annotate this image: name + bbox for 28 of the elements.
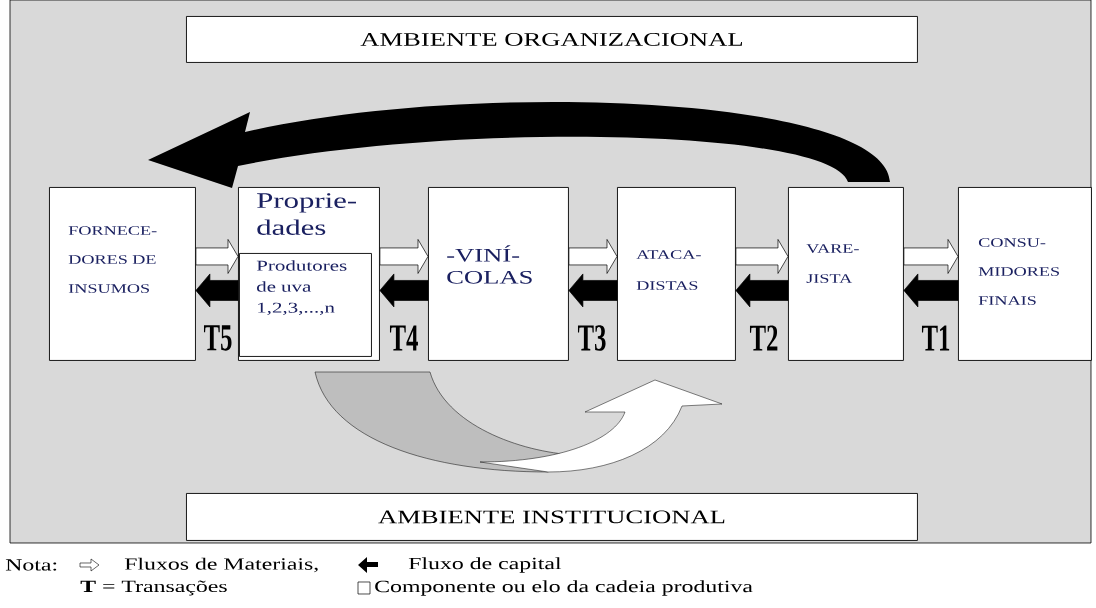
note-text: Nota:: [5, 559, 57, 571]
block-arrow: [735, 239, 789, 274]
environment-box: AMBIENTE ORGANIZACIONAL: [186, 16, 918, 63]
chain-box: VARE- JISTA: [788, 187, 904, 361]
transaction-label: T5: [204, 325, 232, 351]
legend-text: Fluxo de capital: [408, 557, 562, 573]
environment-box: AMBIENTE INSTITUCIONAL: [186, 493, 918, 541]
note-text: T = Transações: [80, 580, 227, 596]
transaction-label: T1: [922, 325, 950, 351]
chain-box: FORNECE- DORES DE INSUMOS: [49, 187, 196, 361]
chain-box: Produtores de uva 1,2,3,...,n: [239, 253, 372, 357]
block-arrow: [195, 273, 239, 308]
block-arrow: [903, 273, 959, 308]
transaction-label: T3: [578, 325, 606, 351]
transaction-label: T2: [750, 325, 778, 351]
block-arrow: [379, 239, 429, 274]
block-arrow: [568, 273, 618, 308]
chain-box: ATACA- DISTAS: [617, 187, 736, 361]
legend-text: Fluxos de Materiais,: [124, 557, 318, 573]
block-arrow: [568, 239, 618, 274]
transaction-label: T4: [390, 325, 418, 351]
legend-text: Componente ou elo da cadeia produtiva: [375, 580, 753, 596]
block-arrow: [379, 273, 429, 308]
chain-box: CONSU- MIDORES FINAIS: [958, 187, 1092, 361]
block-arrow: [903, 239, 959, 274]
block-arrow: [195, 239, 239, 274]
chain-box: -VINÍ- COLAS: [428, 187, 569, 361]
block-arrow: [735, 273, 789, 308]
